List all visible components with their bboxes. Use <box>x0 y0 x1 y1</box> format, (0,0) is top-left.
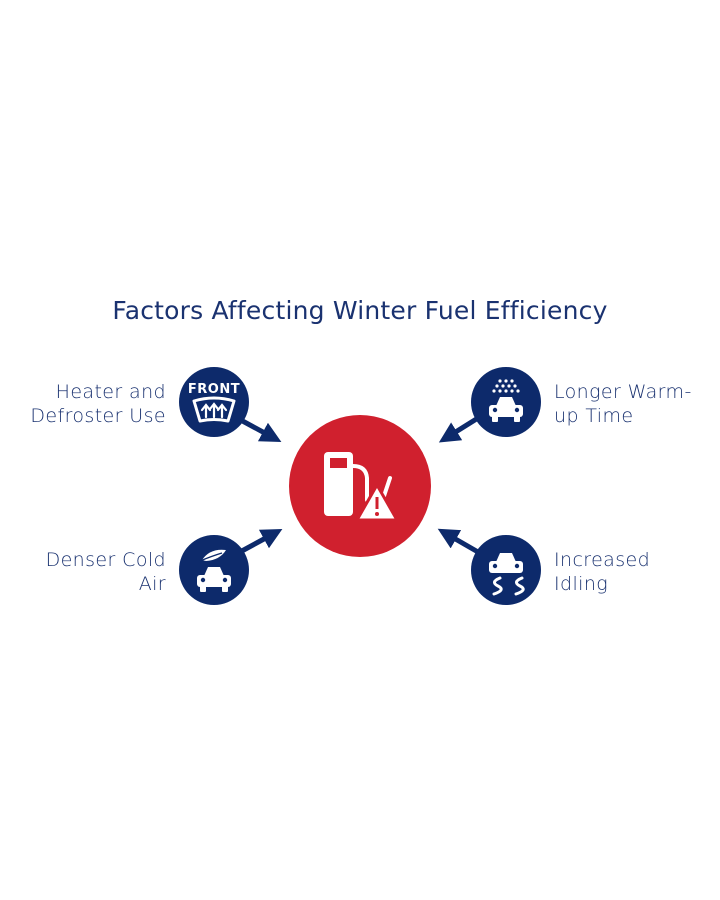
arrow-idling-to-center <box>437 528 480 555</box>
factor-label-line: Air <box>138 573 166 595</box>
factor-label-cold-air: Denser Cold Air <box>10 548 166 596</box>
fuel-pump-warning-icon <box>289 415 431 557</box>
diagram-title: Factors Affecting Winter Fuel Efficiency <box>112 296 608 325</box>
factor-label-idling: Increased Idling <box>554 548 714 596</box>
factor-label-line: Increased <box>554 549 651 571</box>
factor-label-line: Denser Cold <box>45 549 166 571</box>
car-wind-icon <box>179 535 249 605</box>
svg-text:FRONT: FRONT <box>188 382 240 397</box>
factor-label-line: Longer Warm- <box>554 381 692 403</box>
front-defroster-icon: FRONT <box>179 367 249 437</box>
arrow-warmup-to-center <box>438 415 480 443</box>
factor-label-warmup: Longer Warm- up Time <box>554 380 714 428</box>
factor-label-line: Heater and <box>55 381 166 403</box>
factor-label-line: Idling <box>554 573 609 595</box>
car-skid-icon <box>471 535 541 605</box>
factor-label-line: up Time <box>554 405 634 427</box>
factor-label-line: Defroster Use <box>30 405 166 427</box>
arrow-cold-air-to-center <box>238 528 283 555</box>
car-snow-icon <box>471 367 541 437</box>
factor-label-heater: Heater and Defroster Use <box>10 380 166 428</box>
